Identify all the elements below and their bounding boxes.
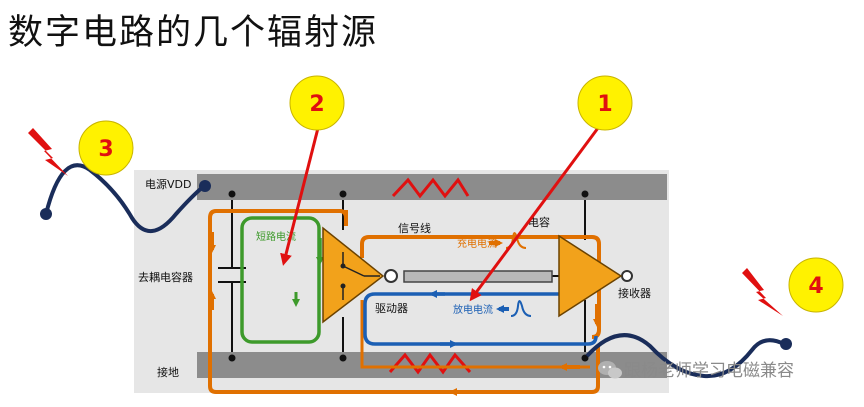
marker-4: 4 [788, 257, 844, 313]
page-title: 数字电路的几个辐射源 [8, 13, 379, 53]
decap-label: 去耦电容器 [138, 270, 193, 284]
marker-1-pointer [469, 127, 600, 302]
marker-1: 1 [577, 75, 633, 131]
left-cable [44, 163, 206, 234]
discharge-loop [363, 292, 598, 346]
switch-node-bottom [340, 283, 346, 289]
short-circuit-label: 短路电流 [256, 230, 296, 243]
receiver-output-bubble [621, 270, 633, 282]
marker-1-label: 1 [597, 92, 612, 117]
watermark-text: 跟杨老师学习电磁兼容 [624, 361, 794, 381]
gnd-label: 接地 [157, 366, 179, 379]
gnd-noise-zigzag [388, 352, 472, 375]
right-cable [585, 333, 785, 379]
discharge-pulse-icon [510, 300, 532, 317]
junction-dots [228, 190, 589, 362]
short-circuit-loop [240, 216, 321, 344]
signal-line-label: 信号线 [398, 221, 431, 235]
capacitance-label: 电容 [528, 215, 550, 229]
marker-2: 2 [289, 75, 345, 131]
marker-3: 3 [78, 120, 134, 176]
driver-buffer [322, 226, 385, 324]
left-cable-plug [199, 180, 211, 192]
signal-line [403, 270, 553, 283]
marker-2-pointer [280, 127, 320, 266]
switch-node-top [340, 263, 346, 269]
receiver-buffer [558, 234, 623, 318]
lightning-icon-right [742, 268, 783, 316]
marker-4-label: 4 [808, 274, 823, 299]
wechat-icon [598, 361, 622, 379]
driver-output-bubble [384, 269, 398, 283]
driver-label: 驱动器 [375, 302, 408, 315]
lightning-icon-left [28, 128, 68, 176]
vdd-noise-zigzag [391, 177, 470, 199]
driver-switch [342, 252, 380, 300]
vdd-rail [197, 174, 667, 200]
marker-3-label: 3 [98, 137, 113, 162]
left-cable-end [40, 208, 52, 220]
discharge-current-label: 放电电流 [453, 303, 493, 316]
charge-current-label: 充电电流 [457, 237, 497, 250]
orange-lower-loop [360, 300, 590, 369]
orange-current-loop [208, 209, 601, 394]
receiver-label: 接收器 [618, 286, 651, 300]
marker-2-label: 2 [309, 92, 324, 117]
right-cable-end [780, 338, 792, 350]
vdd-label: 电源VDD [145, 177, 191, 191]
